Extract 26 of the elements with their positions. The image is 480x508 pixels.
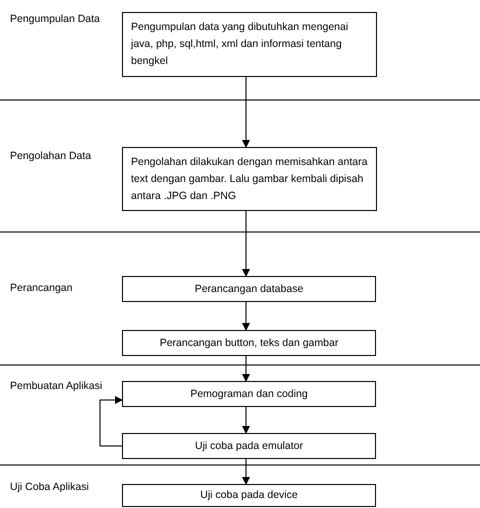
box-text: Pengumpulan data yang dibutuhkan mengenai java, php, sql,html, xml dan informasi tentang bengkel	[131, 20, 350, 69]
arrow	[242, 76, 250, 148]
process-box	[122, 433, 376, 459]
arrow	[242, 302, 250, 331]
arrow	[100, 396, 123, 446]
arrow	[242, 210, 250, 277]
phase-label: Pengumpulan Data	[10, 13, 100, 25]
process-box	[122, 381, 376, 407]
box-text: Uji coba pada emulator	[194, 438, 304, 454]
box-text: Pengolahan dilakukan dengan memisahkan antara text dengan gambar. Lalu gambar kembali dipisah antara .JPG dan .PNG	[131, 154, 368, 204]
box-text: Uji coba pada device	[199, 488, 299, 503]
process-box	[122, 330, 376, 356]
box-text: Perancangan button, teks dan gambar	[158, 336, 340, 350]
phase-label: Uji Coba Aplikasi	[10, 481, 89, 493]
process-box	[122, 484, 376, 507]
phase-label: Perancangan	[10, 282, 72, 294]
process-box	[122, 12, 377, 77]
process-box	[122, 276, 376, 302]
process-box	[122, 147, 377, 211]
box-text: Pemograman dan coding	[189, 386, 309, 402]
arrow	[242, 356, 250, 382]
box-text: Perancangan database	[194, 282, 304, 296]
phase-label: Pembuatan Aplikasi	[10, 380, 102, 392]
phase-label: Pengolahan Data	[10, 150, 92, 162]
arrow	[242, 458, 250, 485]
arrow	[242, 406, 250, 434]
